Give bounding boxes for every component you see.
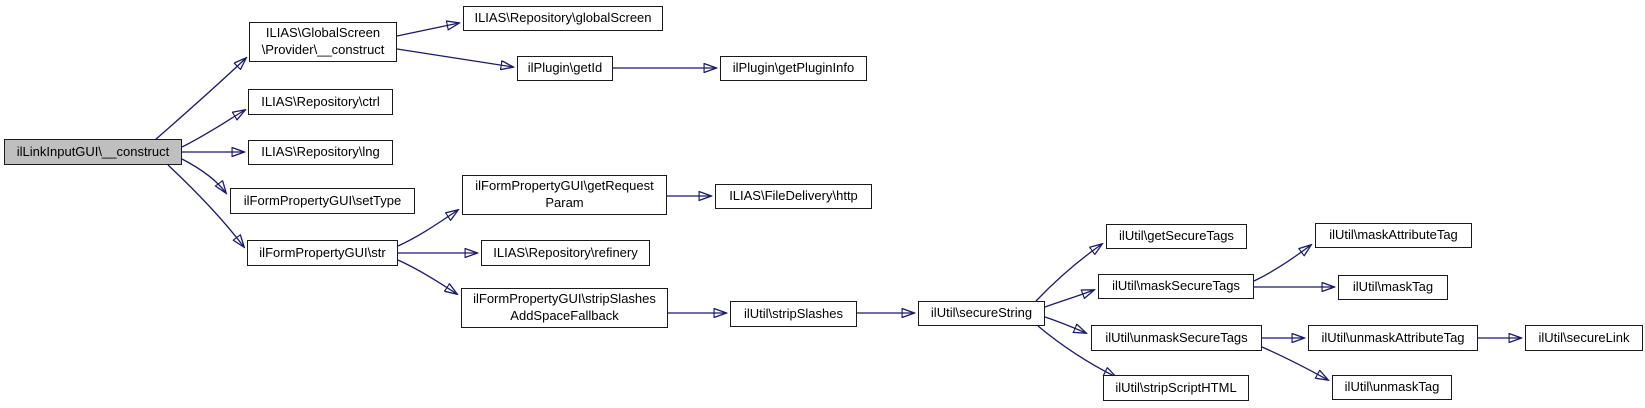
edge-root-to-repository-ctrl (181, 110, 245, 148)
node-ilutil-masksecuretags-label: ilUtil\maskSecureTags (1112, 278, 1240, 294)
node-ilutil-securestring-label: ilUtil\secureString (930, 305, 1033, 321)
node-formpropertygui-str[interactable]: ilFormPropertyGUI\str (247, 240, 398, 266)
node-plugin-getid[interactable]: ilPlugin\getId (517, 56, 613, 81)
edge-form-str-to-form-getrequestparam (397, 210, 458, 247)
node-ilutil-securelink[interactable]: ilUtil\secureLink (1525, 325, 1643, 351)
node-ilutil-unmaskattributetag[interactable]: ilUtil\unmaskAttributeTag (1308, 325, 1478, 351)
node-formpropertygui-getrequestparam[interactable]: ilFormPropertyGUI\getRequest Param (462, 175, 667, 215)
node-repository-refinery-label: ILIAS\Repository\refinery (493, 244, 638, 260)
edge-root-to-globalscreen-provider (154, 58, 246, 141)
node-repository-ctrl-label: ILIAS\Repository\ctrl (261, 93, 380, 109)
edge-util-securestring-to-util-masksecuretags (1044, 290, 1094, 308)
node-illinkinputgui-construct-label: ilLinkInputGUI\__construct (16, 143, 170, 159)
node-ilutil-masktag[interactable]: ilUtil\maskTag (1338, 275, 1448, 300)
node-ilutil-getsecuretags[interactable]: ilUtil\getSecureTags (1106, 224, 1247, 249)
node-ilutil-unmasktag[interactable]: ilUtil\unmaskTag (1332, 375, 1452, 400)
edge-util-securestring-to-util-getsecuretags (1035, 244, 1102, 302)
edge-globalscreen-provider-to-plugin-getid (396, 48, 513, 67)
node-globalscreen-provider-construct-label: ILIAS\GlobalScreen \Provider\__construct (261, 25, 385, 57)
edge-form-str-to-form-stripslashes-fallback (397, 259, 457, 294)
node-formpropertygui-settype[interactable]: ilFormPropertyGUI\setType (230, 188, 415, 214)
node-globalscreen-provider-construct[interactable]: ILIAS\GlobalScreen \Provider\__construct (249, 22, 397, 62)
node-illinkinputgui-construct: ilLinkInputGUI\__construct (4, 139, 182, 165)
node-ilutil-unmasksecuretags-label: ilUtil\unmaskSecureTags (1105, 329, 1248, 345)
node-formpropertygui-stripslashesaddspacefallback-label: ilFormPropertyGUI\stripSlashes AddSpaceF… (473, 291, 656, 323)
node-repository-globalscreen-label: ILIAS\Repository\globalScreen (474, 10, 652, 26)
edge-util-securestring-to-util-stripscripthtml (1037, 325, 1116, 377)
edge-globalscreen-provider-to-repository-globalscreen (396, 23, 459, 37)
node-plugin-getplugininfo[interactable]: ilPlugin\getPluginInfo (720, 56, 867, 81)
node-repository-lng-label: ILIAS\Repository\lng (261, 144, 380, 160)
edge-util-masksecuretags-to-util-maskattributetag (1253, 245, 1311, 282)
node-formpropertygui-settype-label: ilFormPropertyGUI\setType (243, 192, 402, 208)
node-plugin-getid-label: ilPlugin\getId (527, 60, 603, 76)
node-ilutil-stripslashes[interactable]: ilUtil\stripSlashes (730, 301, 857, 327)
node-ilutil-stripscripthtml-label: ilUtil\stripScriptHTML (1115, 379, 1237, 395)
edge-root-to-form-str (167, 164, 244, 247)
node-filedelivery-http-label: ILIAS\FileDelivery\http (729, 188, 858, 204)
node-formpropertygui-getrequestparam-label: ilFormPropertyGUI\getRequest Param (475, 178, 654, 210)
node-ilutil-unmasktag-label: ilUtil\unmaskTag (1344, 379, 1440, 395)
edge-util-securestring-to-util-unmasksecuretags (1044, 316, 1086, 333)
node-repository-refinery[interactable]: ILIAS\Repository\refinery (481, 240, 650, 266)
node-ilutil-maskattributetag-label: ilUtil\maskAttributeTag (1329, 227, 1458, 243)
node-ilutil-unmasksecuretags[interactable]: ilUtil\unmaskSecureTags (1091, 325, 1262, 351)
node-formpropertygui-stripslashesaddspacefallback[interactable]: ilFormPropertyGUI\stripSlashes AddSpaceF… (461, 288, 668, 328)
node-formpropertygui-str-label: ilFormPropertyGUI\str (259, 244, 386, 260)
edge-root-to-form-settype (181, 158, 226, 193)
node-ilutil-maskattributetag[interactable]: ilUtil\maskAttributeTag (1315, 223, 1472, 248)
node-ilutil-securelink-label: ilUtil\secureLink (1538, 329, 1630, 345)
node-ilutil-getsecuretags-label: ilUtil\getSecureTags (1119, 228, 1234, 244)
node-ilutil-stripslashes-label: ilUtil\stripSlashes (744, 305, 843, 321)
node-ilutil-stripscripthtml[interactable]: ilUtil\stripScriptHTML (1103, 375, 1249, 401)
node-ilutil-unmaskattributetag-label: ilUtil\unmaskAttributeTag (1321, 329, 1465, 345)
node-ilutil-masksecuretags[interactable]: ilUtil\maskSecureTags (1098, 274, 1254, 299)
node-plugin-getplugininfo-label: ilPlugin\getPluginInfo (732, 60, 855, 76)
edge-util-unmasksecuretags-to-util-unmasktag (1261, 346, 1328, 380)
node-repository-globalscreen[interactable]: ILIAS\Repository\globalScreen (463, 6, 663, 31)
node-ilutil-securestring[interactable]: ilUtil\secureString (918, 301, 1045, 326)
node-filedelivery-http[interactable]: ILIAS\FileDelivery\http (715, 184, 872, 209)
node-repository-lng[interactable]: ILIAS\Repository\lng (248, 140, 393, 165)
node-ilutil-masktag-label: ilUtil\maskTag (1352, 279, 1434, 295)
node-repository-ctrl[interactable]: ILIAS\Repository\ctrl (248, 89, 393, 115)
